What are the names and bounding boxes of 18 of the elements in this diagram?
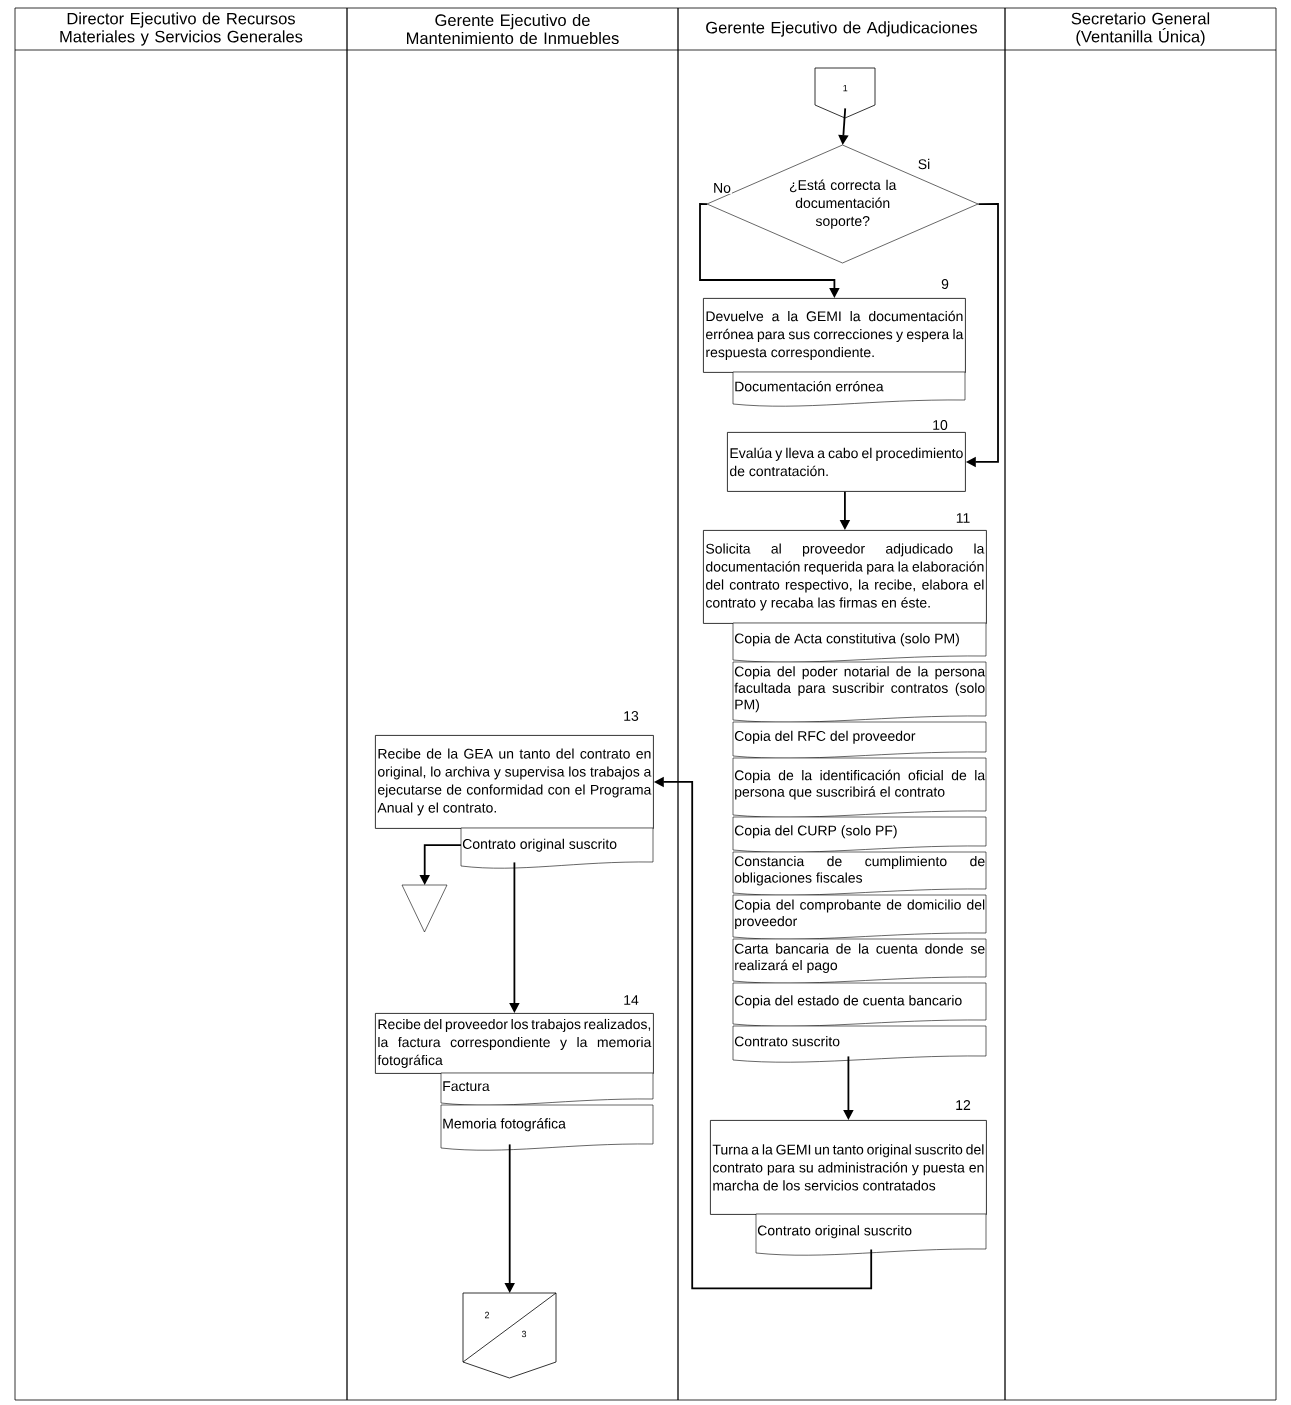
node-label: 11: [956, 513, 970, 523]
off-page-connector: 2 3: [462, 1292, 557, 1379]
process-box: Evalúa y lleva a cabo el procedimiento de contratación. 10: [727, 420, 966, 492]
swimlane: Secretario General (Ventanilla Única): [1004, 7, 1277, 1401]
swimlane: Director Ejecutivo de Recursos Materiales y Servicios Generales: [14, 7, 348, 1401]
node-label: 13: [624, 711, 639, 721]
triangle-shape: [401, 884, 448, 933]
edge-label: Si: [916, 157, 932, 171]
node-label: 10: [933, 420, 948, 430]
process-box: Devuelve a la GEMI la documentación errónea para sus correcciones y espera la respuesta correspondiente. 9: [703, 279, 966, 373]
edge-label: No: [712, 182, 732, 194]
process-box: Solicita al proveedor adjudicado la documentación requerida para la elaboración del contrato respectivo, la recibe, elabora el contrato y recaba las firmas en éste. 11: [703, 513, 987, 624]
process-box: Recibe del proveedor los trabajos realizados, la factura correspondiente y la memoria fotográfica 14: [375, 995, 654, 1074]
node-label: 14: [624, 995, 639, 1005]
process-box: Turna a la GEMI un tanto original suscrito del contrato para su administración y puesta en marcha de los servicios contratados 12: [710, 1100, 987, 1215]
process-box: Recibe de la GEA un tanto del contrato en original, lo archiva y supervisa los trabajos a ejecutarse de conformidad con el Programa Anual y el contrato. 13: [375, 711, 654, 829]
node-label: 9: [941, 279, 949, 289]
node-label: 12: [956, 1100, 971, 1110]
